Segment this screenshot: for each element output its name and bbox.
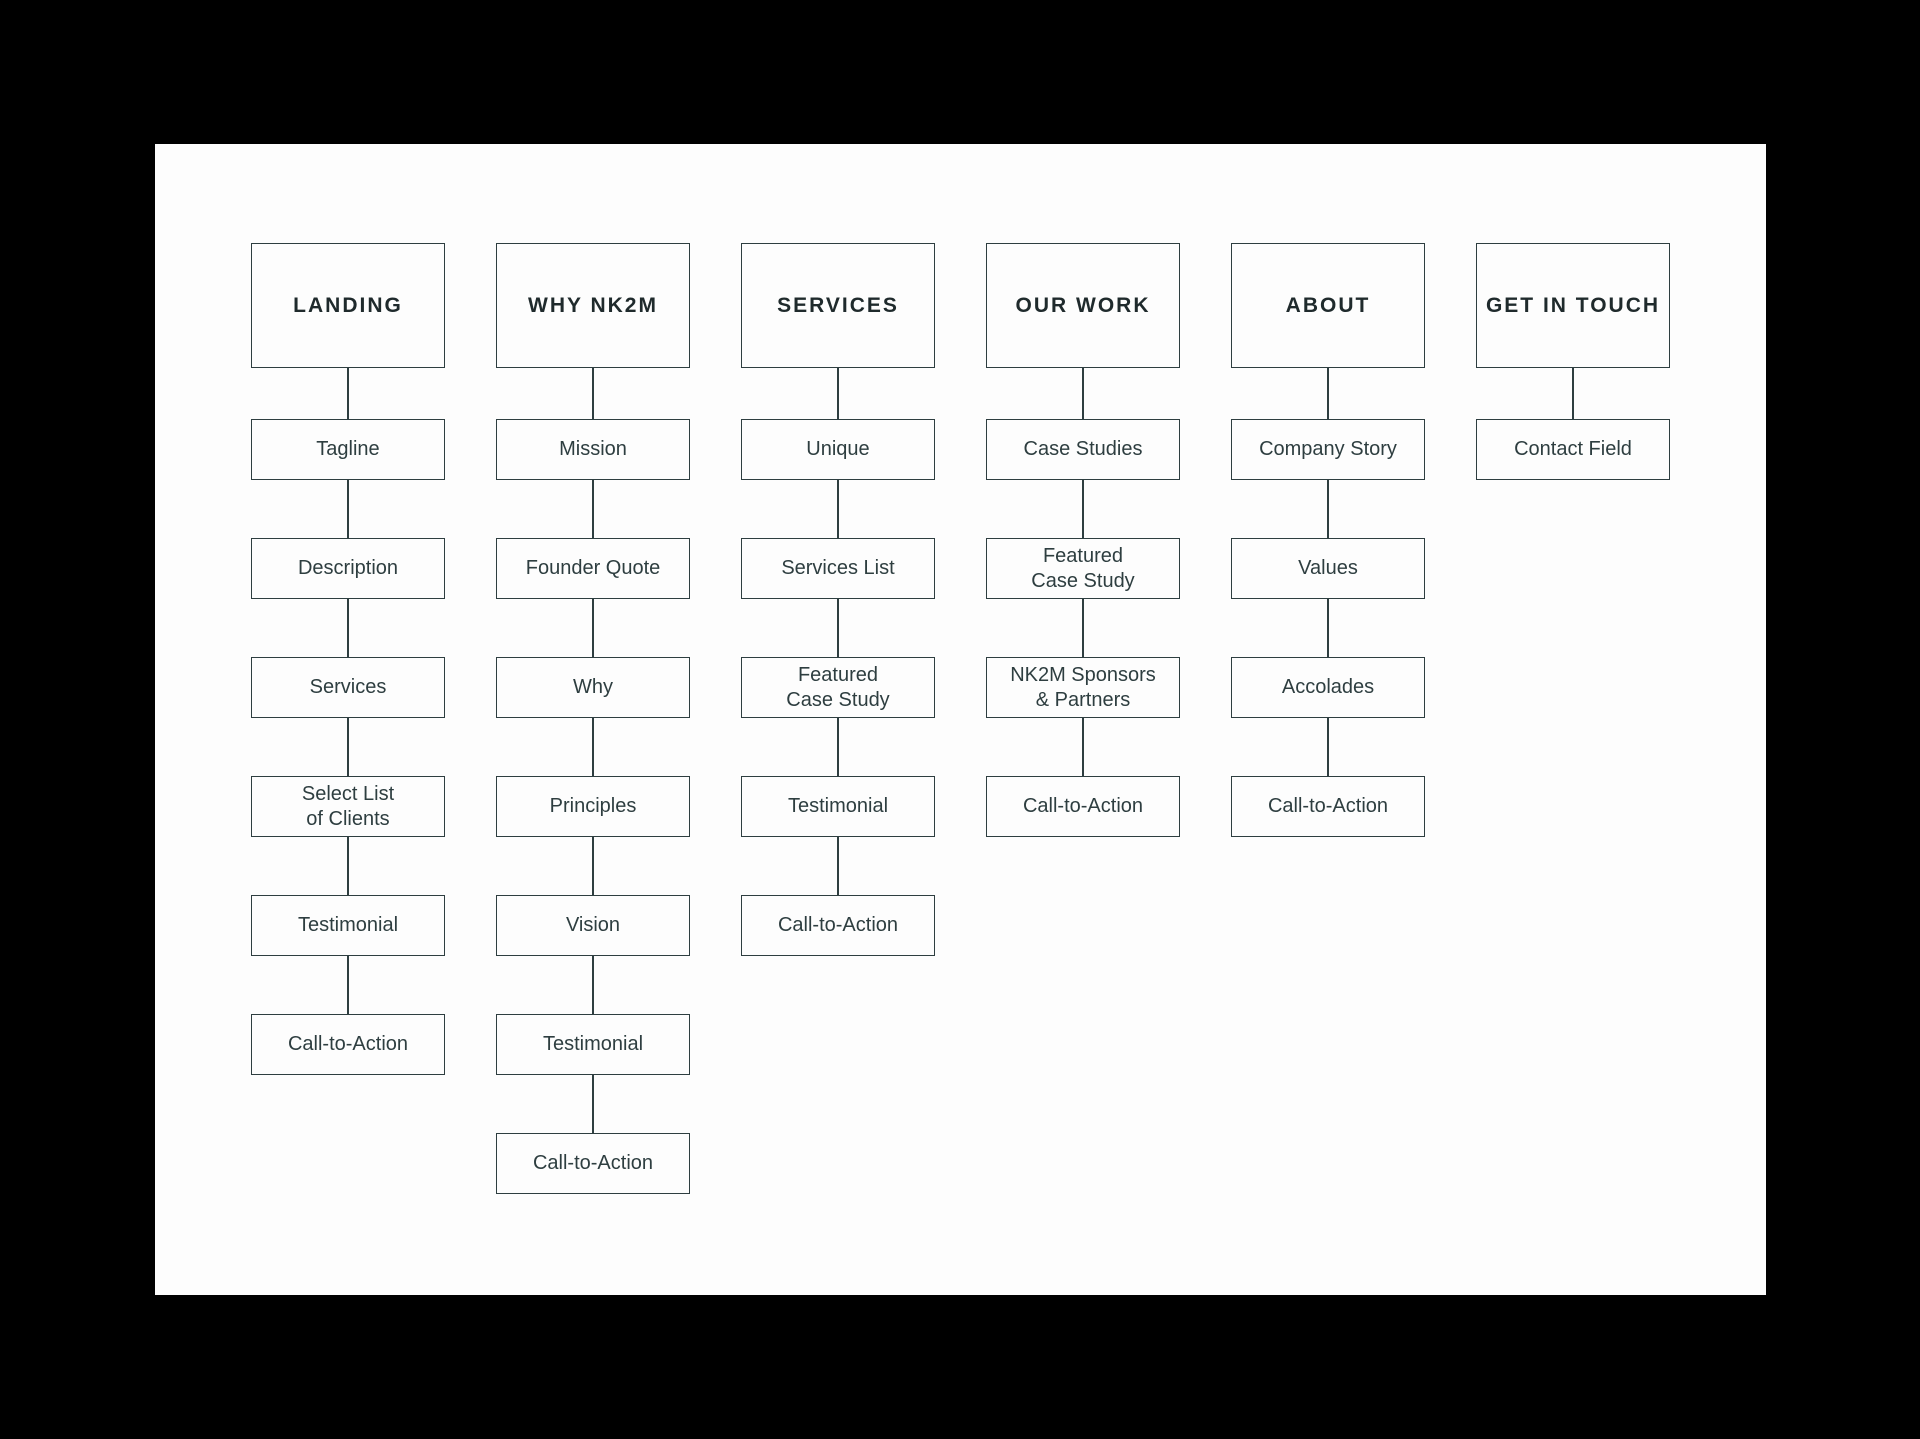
page-section-box: Contact Field — [1476, 419, 1670, 480]
section-header-our-work: OUR WORK — [986, 243, 1180, 368]
connector-line — [592, 599, 594, 657]
section-header-get-in-touch: GET IN TOUCH — [1476, 243, 1670, 368]
connector-line — [592, 718, 594, 776]
connector-line — [1327, 599, 1329, 657]
page-section-box: Mission — [496, 419, 690, 480]
page-section-box: Why — [496, 657, 690, 718]
connector-line — [592, 837, 594, 895]
page-section-box: Company Story — [1231, 419, 1425, 480]
connector-line — [1082, 368, 1084, 419]
section-header-landing: LANDING — [251, 243, 445, 368]
connector-line — [592, 480, 594, 538]
section-header-about: ABOUT — [1231, 243, 1425, 368]
page-section-box: Featured Case Study — [986, 538, 1180, 599]
connector-line — [837, 837, 839, 895]
page-section-box: Tagline — [251, 419, 445, 480]
page-section-box: Call-to-Action — [496, 1133, 690, 1194]
connector-line — [592, 956, 594, 1014]
page-section-box: Testimonial — [741, 776, 935, 837]
page-section-box: Testimonial — [251, 895, 445, 956]
section-header-why-nk2m: WHY NK2M — [496, 243, 690, 368]
page-section-box: Featured Case Study — [741, 657, 935, 718]
page-section-box: Founder Quote — [496, 538, 690, 599]
connector-line — [1572, 368, 1574, 419]
connector-line — [837, 480, 839, 538]
section-header-services: SERVICES — [741, 243, 935, 368]
page-section-box: Unique — [741, 419, 935, 480]
page-section-box: Call-to-Action — [251, 1014, 445, 1075]
connector-line — [837, 368, 839, 419]
connector-line — [347, 599, 349, 657]
connector-line — [592, 368, 594, 419]
connector-line — [1082, 480, 1084, 538]
page-section-box: Services List — [741, 538, 935, 599]
connector-line — [1327, 718, 1329, 776]
connector-line — [1082, 718, 1084, 776]
connector-line — [1327, 368, 1329, 419]
page-section-box: Call-to-Action — [986, 776, 1180, 837]
connector-line — [837, 599, 839, 657]
page-section-box: Principles — [496, 776, 690, 837]
page-section-box: Case Studies — [986, 419, 1180, 480]
page-section-box: Description — [251, 538, 445, 599]
connector-line — [347, 718, 349, 776]
page-section-box: Call-to-Action — [1231, 776, 1425, 837]
page-section-box: Services — [251, 657, 445, 718]
connector-line — [347, 956, 349, 1014]
page-section-box: Select List of Clients — [251, 776, 445, 837]
page-section-box: NK2M Sponsors & Partners — [986, 657, 1180, 718]
connector-line — [1327, 480, 1329, 538]
connector-line — [1082, 599, 1084, 657]
connector-line — [347, 368, 349, 419]
connector-line — [347, 837, 349, 895]
connector-line — [837, 718, 839, 776]
page-section-box: Values — [1231, 538, 1425, 599]
connector-line — [347, 480, 349, 538]
connector-line — [592, 1075, 594, 1133]
page-section-box: Accolades — [1231, 657, 1425, 718]
page-section-box: Vision — [496, 895, 690, 956]
page-section-box: Call-to-Action — [741, 895, 935, 956]
page-section-box: Testimonial — [496, 1014, 690, 1075]
